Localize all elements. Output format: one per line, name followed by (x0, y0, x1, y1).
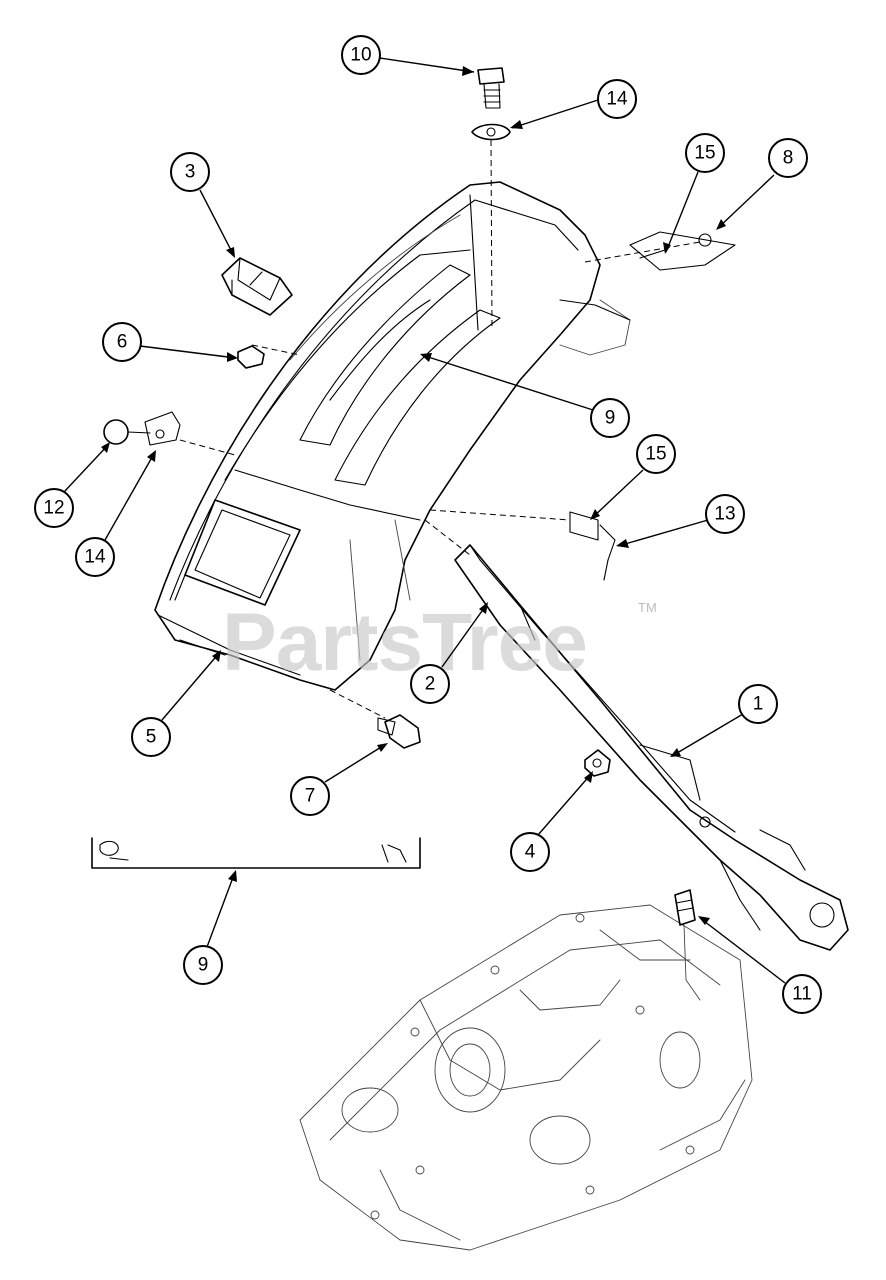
callout-label: 15 (694, 143, 715, 164)
bracket-parts-top-right (584, 231, 736, 271)
callout-label: 1 (753, 694, 764, 715)
callout-bubbles: 10 14 15 8 3 6 9 15 (34, 35, 822, 1014)
callout-label: 9 (605, 408, 616, 429)
small-parts-left (103, 344, 301, 456)
callout-label: 7 (305, 786, 316, 807)
console-panel (154, 181, 631, 691)
callout-15: 15 (636, 434, 676, 474)
support-arm (424, 519, 849, 951)
callout-15: 15 (685, 133, 725, 173)
callout-5: 5 (131, 717, 171, 757)
callout-label: 12 (43, 498, 64, 519)
callout-3: 3 (170, 152, 210, 192)
callout-6: 6 (102, 322, 142, 362)
callout-label: 13 (714, 504, 735, 525)
transmission-housing (299, 889, 753, 1251)
callout-label: 5 (146, 727, 157, 748)
decal-strip (91, 837, 421, 869)
callout-label: 8 (783, 148, 794, 169)
callout-2: 2 (410, 664, 450, 704)
callout-1: 1 (738, 684, 778, 724)
bolt-parts (329, 689, 611, 777)
leader-lines (63, 57, 786, 984)
callout-label: 6 (117, 332, 128, 353)
parts-tree-watermark: PartsTree TM (222, 597, 657, 688)
callout-label: 14 (84, 547, 106, 568)
callout-10: 10 (341, 35, 381, 75)
callout-9: 9 (590, 398, 630, 438)
callout-label: 15 (645, 444, 666, 465)
callout-11: 11 (782, 974, 822, 1014)
callout-9: 9 (183, 945, 223, 985)
callout-label: 9 (198, 955, 209, 976)
screw-part-10 (471, 67, 511, 331)
callout-13: 13 (705, 494, 745, 534)
callout-14: 14 (597, 79, 637, 119)
callout-7: 7 (290, 776, 330, 816)
callout-label: 4 (525, 842, 536, 863)
callout-14: 14 (75, 537, 115, 577)
callout-label: 3 (185, 162, 196, 183)
small-parts-right (429, 509, 616, 581)
callout-12: 12 (34, 488, 74, 528)
watermark-text: PartsTree (222, 597, 587, 688)
watermark-tm: TM (638, 600, 657, 615)
callout-4: 4 (510, 832, 550, 872)
callout-label: 2 (425, 674, 436, 695)
callout-label: 10 (350, 45, 371, 66)
callout-label: 14 (606, 89, 628, 110)
callout-8: 8 (768, 138, 808, 178)
switch-part (221, 257, 293, 316)
callout-label: 11 (792, 984, 812, 1005)
